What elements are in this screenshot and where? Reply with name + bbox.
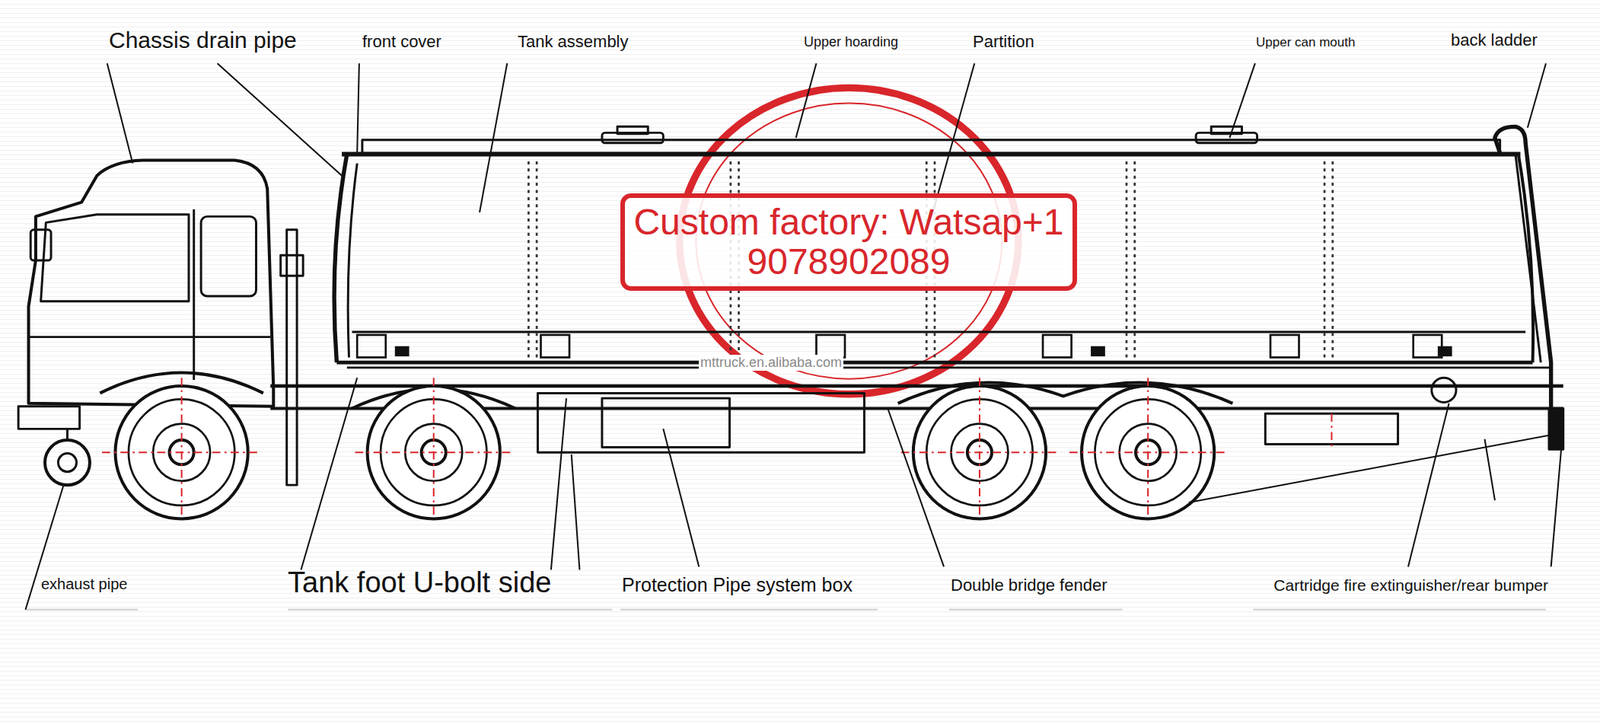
part-label: Double bridge fender bbox=[949, 575, 1109, 595]
leader-lines-part bbox=[796, 63, 817, 138]
part-label: front cover bbox=[360, 31, 444, 51]
label-underlines-part bbox=[25, 608, 138, 611]
part-label: back ladder bbox=[1449, 30, 1540, 50]
partitions-part bbox=[1133, 161, 1136, 358]
partitions-part bbox=[1125, 161, 1129, 358]
partitions-part bbox=[1323, 161, 1326, 358]
truck-body-part bbox=[362, 140, 1501, 153]
tank-brackets-part bbox=[1413, 334, 1443, 358]
label-underlines-part bbox=[949, 608, 1123, 611]
part-label: Upper can mouth bbox=[1254, 35, 1357, 51]
part-label: Partition bbox=[971, 31, 1036, 51]
leader-lines-part bbox=[1408, 403, 1450, 568]
leader-lines-part bbox=[300, 377, 357, 570]
truck-body-part bbox=[270, 384, 1563, 389]
truck-body-part bbox=[347, 366, 1552, 369]
truck-body-part bbox=[66, 428, 69, 440]
wheels bbox=[114, 385, 1215, 519]
truck-body-part bbox=[200, 216, 256, 297]
tank-brackets bbox=[356, 334, 1451, 358]
leader-lines-part bbox=[1551, 449, 1562, 567]
truck-body-part bbox=[1211, 126, 1242, 134]
truck-body bbox=[18, 126, 1564, 485]
tank-brackets-part bbox=[395, 347, 408, 356]
leader-lines-part bbox=[356, 63, 360, 153]
tank-brackets-part bbox=[1042, 334, 1072, 358]
leader-lines-part bbox=[107, 63, 134, 163]
leader-lines-part bbox=[551, 398, 567, 570]
leader-lines-part bbox=[479, 63, 507, 213]
tank-brackets-part bbox=[1091, 347, 1104, 356]
truck-body-part bbox=[334, 154, 348, 364]
truck-body-part bbox=[18, 406, 80, 430]
part-label: Protection Pipe system box bbox=[620, 573, 855, 597]
leader-lines bbox=[25, 63, 1562, 610]
leader-lines-part bbox=[217, 63, 343, 176]
truck-body-part bbox=[341, 152, 1521, 157]
leader-lines-part bbox=[1527, 63, 1546, 128]
wheel-centerlines-part bbox=[1330, 413, 1333, 450]
truck-body-part bbox=[28, 335, 271, 338]
leader-lines-part bbox=[1485, 439, 1495, 501]
leader-lines-part bbox=[1188, 433, 1557, 503]
tank-brackets-part bbox=[1438, 347, 1451, 356]
truck-body-part bbox=[347, 163, 357, 358]
truck-body-part bbox=[351, 330, 1526, 333]
part-label: exhaust pipe bbox=[39, 575, 129, 593]
stamp-box: Custom factory: Watsap+19078902089 bbox=[620, 193, 1078, 291]
truck-body-part bbox=[192, 209, 195, 380]
partitions-part bbox=[1331, 161, 1334, 358]
truck-body-part bbox=[280, 254, 303, 276]
leader-lines-part bbox=[933, 63, 976, 210]
wheel-centerlines bbox=[101, 377, 1332, 516]
partitions-part bbox=[535, 161, 539, 358]
truck-body-part bbox=[44, 439, 90, 485]
wheel-centerlines-part bbox=[433, 377, 435, 516]
watermark-text: mttruck.en.alibaba.com bbox=[698, 354, 844, 371]
truck-body-part bbox=[57, 453, 77, 472]
tank-brackets-part bbox=[540, 334, 570, 358]
leader-lines-part bbox=[662, 428, 699, 567]
truck-body-part bbox=[1515, 152, 1542, 363]
truck-body-part bbox=[1431, 377, 1457, 402]
stamp-text: Custom factory: Watsap+19078902089 bbox=[632, 202, 1065, 282]
truck-body-part bbox=[286, 229, 297, 485]
truck-body-part bbox=[30, 229, 51, 261]
truck-body-part bbox=[1494, 126, 1552, 429]
leader-lines-part bbox=[1229, 63, 1256, 138]
leader-lines-part bbox=[887, 408, 944, 568]
wheel-centerlines-part bbox=[1147, 377, 1149, 516]
part-label: Chassis drain pipe bbox=[107, 27, 299, 55]
part-label: Upper hoarding bbox=[802, 34, 900, 51]
label-underlines-part bbox=[1252, 608, 1546, 611]
truck-body-part bbox=[336, 360, 1533, 365]
truck-body-part bbox=[1549, 408, 1564, 450]
tank-brackets-part bbox=[356, 334, 386, 358]
partitions bbox=[528, 161, 1333, 358]
truck-body-part bbox=[617, 126, 648, 134]
label-underlines-part bbox=[620, 608, 878, 611]
leader-lines-part bbox=[571, 454, 581, 571]
tank-brackets-part bbox=[1270, 334, 1300, 358]
wheel-centerlines-part bbox=[978, 377, 981, 516]
wheel-centerlines-part bbox=[181, 377, 183, 516]
part-label: Cartridge fire extinguisher/rear bumper bbox=[1271, 576, 1550, 595]
partitions-part bbox=[527, 161, 530, 358]
truck-body-part bbox=[28, 160, 275, 407]
label-underlines bbox=[25, 608, 1546, 611]
part-label: Tank assembly bbox=[516, 31, 631, 51]
truck-body-part bbox=[537, 392, 864, 453]
truck-body-part bbox=[41, 214, 189, 302]
label-underlines-part bbox=[287, 608, 612, 611]
part-label: Tank foot U-bolt side bbox=[286, 566, 553, 600]
